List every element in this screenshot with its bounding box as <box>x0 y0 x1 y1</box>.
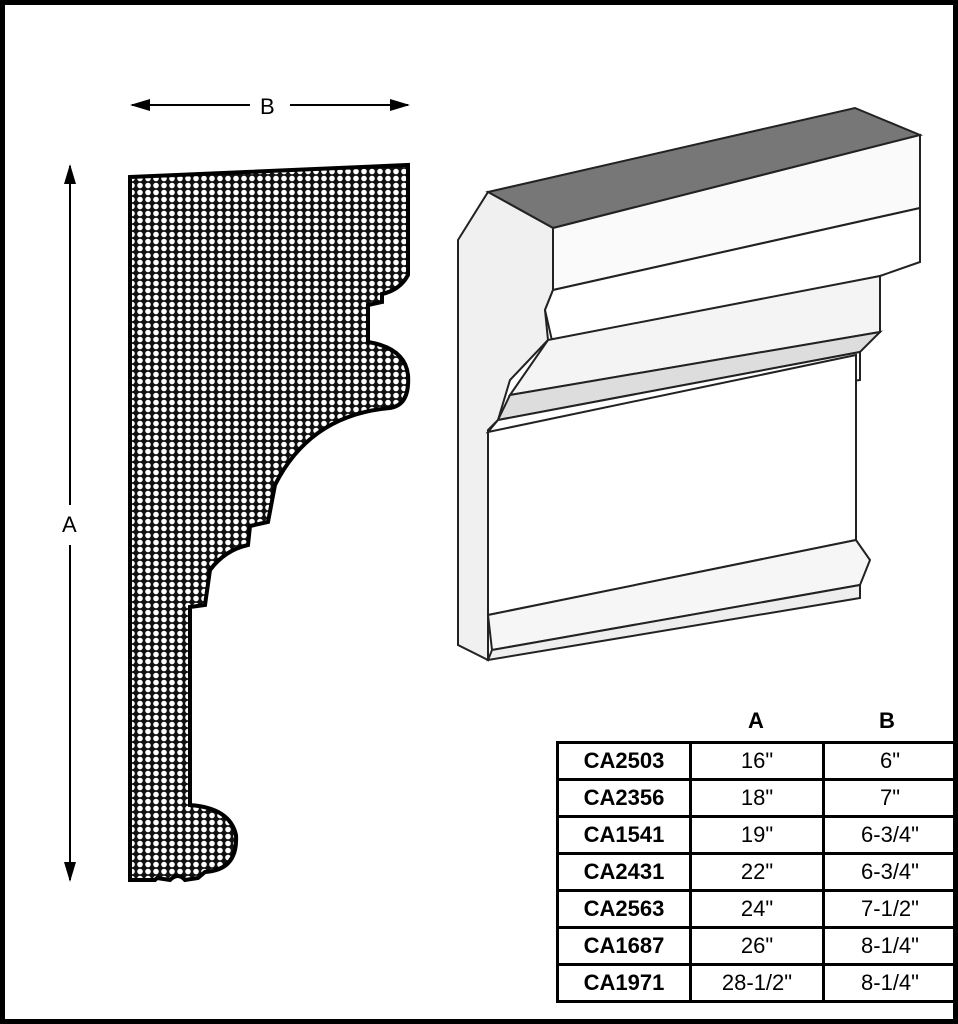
column-header-b: B <box>879 708 895 733</box>
dimension-a-value: 24" <box>689 889 825 929</box>
dimension-b-value: 6" <box>822 741 958 781</box>
dimension-a-value: 19" <box>689 815 825 855</box>
dimension-a-value: 28-1/2" <box>689 963 825 1003</box>
dimension-a-label: A <box>62 512 77 537</box>
dimension-b-value: 8-1/4" <box>822 926 958 966</box>
product-code: CA1971 <box>556 963 692 1003</box>
product-code: CA1687 <box>556 926 692 966</box>
dimension-b-value: 8-1/4" <box>822 963 958 1003</box>
product-code: CA2431 <box>556 852 692 892</box>
dimension-b-value: 7-1/2" <box>822 889 958 929</box>
product-code: CA2563 <box>556 889 692 929</box>
dimension-a-value: 16" <box>689 741 825 781</box>
dimension-a-value: 26" <box>689 926 825 966</box>
column-header-a: A <box>748 708 764 733</box>
dimension-b-label: B <box>260 94 275 119</box>
product-code: CA2503 <box>556 741 692 781</box>
dimension-b-value: 6-3/4" <box>822 815 958 855</box>
dimension-a-value: 22" <box>689 852 825 892</box>
product-code: CA2356 <box>556 778 692 818</box>
product-code: CA1541 <box>556 815 692 855</box>
moulding-3d-view <box>457 106 924 662</box>
dimension-a-value: 18" <box>689 778 825 818</box>
dimension-b-value: 7" <box>822 778 958 818</box>
moulding-profile-section <box>128 162 411 883</box>
dimension-b-value: 6-3/4" <box>822 852 958 892</box>
